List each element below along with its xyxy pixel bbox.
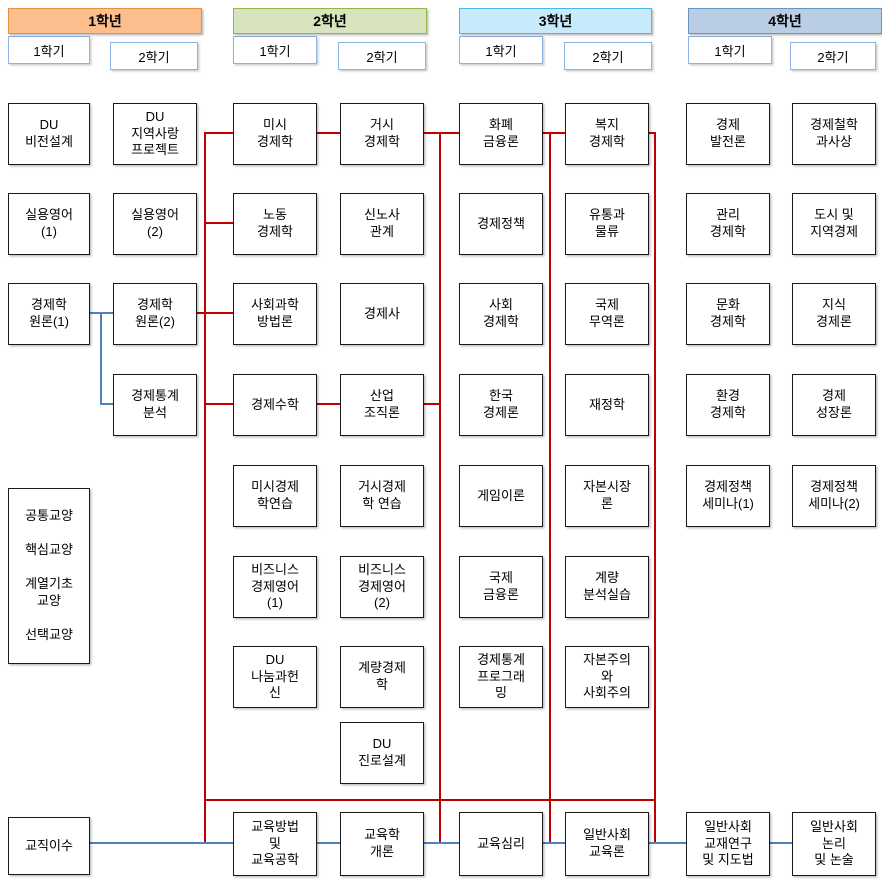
red-stub-micro — [204, 132, 233, 134]
course-korean-economy: 한국 경제론 — [459, 374, 543, 436]
course-logic-essay: 일반사회 논리 및 논술 — [792, 812, 876, 876]
semester-tab-y3s2: 2학기 — [564, 42, 652, 70]
year-header-3: 3학년 — [459, 8, 652, 34]
blue-bottom-6 — [768, 842, 792, 844]
course-environmental-economics: 환경 경제학 — [686, 374, 770, 436]
course-social-studies-education: 일반사회 교육론 — [565, 812, 649, 876]
course-micro-practice: 미시경제 학연습 — [233, 465, 317, 527]
course-new-labor-relations: 신노사 관계 — [340, 193, 424, 255]
course-econ-math: 경제수학 — [233, 374, 317, 436]
course-du-career-design: DU 진로설계 — [340, 722, 424, 784]
semester-tab-y4s1: 1학기 — [688, 36, 772, 64]
course-econ-stats-programming: 경제통계 프로그래 밍 — [459, 646, 543, 708]
course-game-theory: 게임이론 — [459, 465, 543, 527]
semester-tab-y1s1: 1학기 — [8, 36, 90, 64]
red-link-micro-macro — [315, 132, 340, 134]
red-link-macro-money — [422, 132, 459, 134]
course-du-vision: DU 비전설계 — [8, 103, 90, 165]
red-trunk-c — [549, 132, 551, 843]
course-macroeconomics: 거시 경제학 — [340, 103, 424, 165]
red-collector-line — [204, 799, 656, 801]
year-header-1: 1학년 — [8, 8, 202, 34]
course-econ-policy: 경제정책 — [459, 193, 543, 255]
red-link-principles-methodology — [195, 312, 233, 314]
course-intl-trade: 국제 무역론 — [565, 283, 649, 345]
course-public-finance: 재정학 — [565, 374, 649, 436]
red-trunk-d — [654, 132, 656, 843]
course-business-econ-english-2: 비즈니스 경제영어 (2) — [340, 556, 424, 618]
course-intl-finance: 국제 금융론 — [459, 556, 543, 618]
course-knowledge-economy: 지식 경제론 — [792, 283, 876, 345]
course-econometrics: 계량경제 학 — [340, 646, 424, 708]
red-trunk-a — [204, 132, 206, 843]
course-edu-psychology: 교육심리 — [459, 812, 543, 876]
course-du-sharing: DU 나눔과헌 신 — [233, 646, 317, 708]
red-stub-industrial — [422, 403, 441, 405]
course-du-region-project: DU 지역사랑 프로젝트 — [113, 103, 197, 165]
course-capital-markets: 자본시장 론 — [565, 465, 649, 527]
course-industrial-organization: 산업 조직론 — [340, 374, 424, 436]
course-econ-statistics: 경제통계 분석 — [113, 374, 197, 436]
blue-stub-statistics — [100, 403, 113, 405]
course-intro-education: 교육학 개론 — [340, 812, 424, 876]
red-trunk-b — [439, 132, 441, 843]
course-teaching-materials-guidance: 일반사회 교재연구 및 지도법 — [686, 812, 770, 876]
course-econ-growth: 경제 성장론 — [792, 374, 876, 436]
course-edu-method-tech: 교육방법 및 교육공학 — [233, 812, 317, 876]
course-social-economics: 사회 경제학 — [459, 283, 543, 345]
liberal-arts-requirements: 공통교양 핵심교양 계열기초 교양 선택교양 — [8, 488, 90, 664]
course-econ-history: 경제사 — [340, 283, 424, 345]
red-stub-labor — [204, 222, 233, 224]
course-social-science-methodology: 사회과학 방법론 — [233, 283, 317, 345]
course-econ-principles-2: 경제학 원론(2) — [113, 283, 197, 345]
course-econ-development: 경제 발전론 — [686, 103, 770, 165]
red-link-money-welfare — [541, 132, 565, 134]
red-link-math-industrial — [315, 403, 340, 405]
course-money-finance: 화폐 금융론 — [459, 103, 543, 165]
course-econ-principles-1: 경제학 원론(1) — [8, 283, 90, 345]
blue-drop-statistics — [100, 312, 102, 404]
course-policy-seminar-2: 경제정책 세미나(2) — [792, 465, 876, 527]
course-macro-practice: 거시경제 학 연습 — [340, 465, 424, 527]
blue-bottom-3 — [422, 842, 459, 844]
course-managerial-economics: 관리 경제학 — [686, 193, 770, 255]
semester-tab-y4s2: 2학기 — [790, 42, 876, 70]
blue-bottom-4 — [541, 842, 565, 844]
semester-tab-y2s1: 1학기 — [233, 36, 317, 64]
semester-tab-y1s2: 2학기 — [110, 42, 198, 70]
course-practical-english-1: 실용영어 (1) — [8, 193, 90, 255]
semester-tab-y2s2: 2학기 — [338, 42, 426, 70]
red-stub-welfare — [647, 132, 656, 134]
course-practical-english-2: 실용영어 (2) — [113, 193, 197, 255]
year-header-2: 2학년 — [233, 8, 427, 34]
course-teaching-track: 교직이수 — [8, 817, 90, 875]
course-labor-economics: 노동 경제학 — [233, 193, 317, 255]
blue-bottom-2 — [315, 842, 340, 844]
course-econ-philosophy: 경제철학 과사상 — [792, 103, 876, 165]
red-stub-math — [204, 403, 233, 405]
course-urban-regional-econ: 도시 및 지역경제 — [792, 193, 876, 255]
blue-bottom-1 — [88, 842, 233, 844]
course-policy-seminar-1: 경제정책 세미나(1) — [686, 465, 770, 527]
course-distribution-logistics: 유통과 물류 — [565, 193, 649, 255]
course-microeconomics: 미시 경제학 — [233, 103, 317, 165]
semester-tab-y3s1: 1학기 — [459, 36, 543, 64]
course-cultural-economics: 문화 경제학 — [686, 283, 770, 345]
blue-bottom-5 — [647, 842, 686, 844]
course-business-econ-english-1: 비즈니스 경제영어 (1) — [233, 556, 317, 618]
course-capitalism-socialism: 자본주의 와 사회주의 — [565, 646, 649, 708]
course-welfare-economics: 복지 경제학 — [565, 103, 649, 165]
course-quant-analysis-practice: 계량 분석실습 — [565, 556, 649, 618]
year-header-4: 4학년 — [688, 8, 882, 34]
